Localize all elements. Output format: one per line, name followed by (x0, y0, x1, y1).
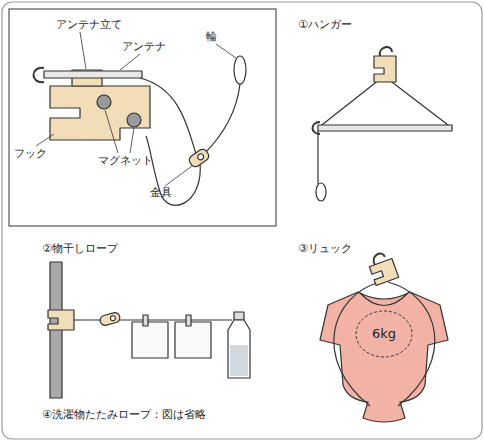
cloth (132, 322, 168, 358)
magnet (97, 95, 111, 109)
leader-line (216, 44, 236, 58)
weight-circle: 6kg (355, 310, 413, 358)
panel-title: ①ハンガー (298, 18, 352, 31)
antenna-ring (34, 68, 45, 82)
magnet (127, 113, 141, 127)
dashed-outline (356, 311, 412, 357)
hanger-string (318, 76, 452, 128)
hanger-cord (317, 131, 318, 184)
leader-line (120, 54, 140, 70)
leader-line (36, 134, 54, 146)
leader-line (80, 32, 86, 69)
hook-body (50, 86, 150, 140)
panel-title: ③リュック (298, 242, 352, 255)
device-illustration (34, 56, 247, 205)
ring-loop (234, 56, 246, 84)
leader-line (36, 32, 236, 186)
backpack-illustration (320, 250, 448, 422)
leader-line (105, 110, 118, 153)
hanger-illustration (313, 47, 453, 201)
clothesline-illustration (48, 262, 250, 398)
cord (146, 136, 200, 205)
panel-title: ②物干しロープ (42, 242, 118, 255)
part-label: 金具 (150, 186, 172, 199)
metal-fitting (187, 147, 210, 168)
metal-fitting (187, 147, 210, 168)
cloth (175, 322, 211, 358)
metal-fitting (99, 312, 121, 327)
clip (143, 315, 148, 326)
hook-body (48, 310, 74, 330)
part-label: アンテナ立て (56, 18, 122, 31)
weight-label: 6kg (372, 326, 396, 342)
rope (70, 319, 232, 320)
shirt (320, 292, 448, 422)
bottle (228, 320, 250, 378)
hanger-loop (316, 183, 326, 201)
metal-fitting-hole (196, 153, 204, 161)
bottle-cap (234, 312, 244, 320)
hanger-ring (313, 122, 321, 134)
backpack-illustration (366, 250, 398, 285)
antenna (44, 71, 142, 78)
clip (186, 315, 191, 326)
leader-line (165, 166, 192, 186)
cord (204, 84, 240, 154)
part-label: アンテナ (122, 40, 166, 53)
part-label: 輪 (206, 30, 217, 43)
panel-title: ④洗濯物たたみロープ：図は省略 (42, 408, 206, 421)
hook-top (380, 47, 392, 56)
hook-top (372, 252, 387, 265)
collar (360, 293, 408, 306)
panel-frame (9, 9, 276, 226)
hanger-rod (318, 125, 452, 131)
metal-fitting-hole (110, 315, 116, 321)
cord (334, 282, 380, 406)
bottle-liquid (230, 345, 248, 376)
part-label: フック (14, 147, 47, 160)
cord (388, 282, 435, 406)
clothesline-illustration (99, 312, 121, 327)
hook-body (374, 56, 396, 82)
part-label: マグネット (98, 154, 153, 167)
leader-line (130, 128, 134, 153)
